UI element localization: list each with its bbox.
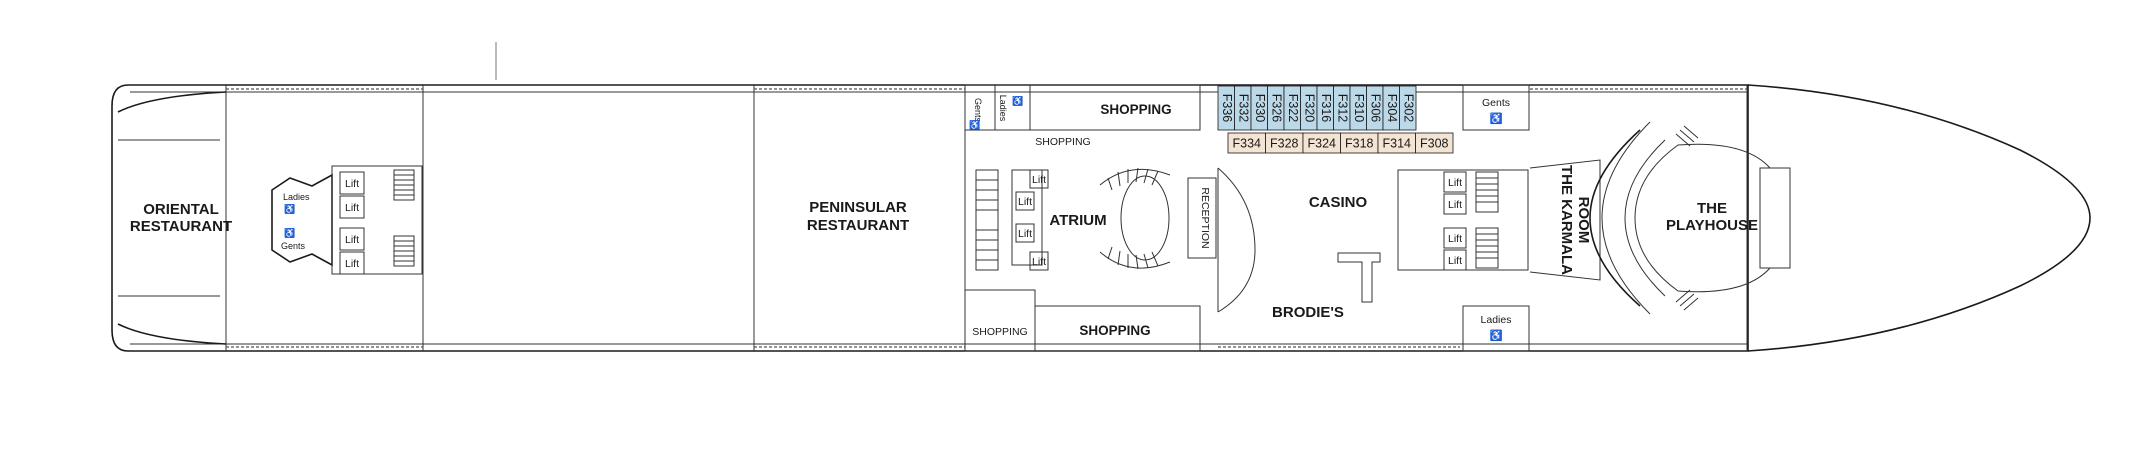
- lift-label-aft-4: Lift: [345, 258, 359, 270]
- lift-label-aft-1: Lift: [345, 178, 359, 190]
- reception-label: RECEPTION: [1199, 187, 1211, 248]
- peninsular-restaurant-label-1: PENINSULAR: [809, 199, 907, 216]
- atrium-spiral-steps: [1107, 167, 1159, 270]
- lift-label-fwd-4: Lift: [1448, 255, 1462, 267]
- playhouse-label-2: PLAYHOUSE: [1666, 217, 1758, 234]
- cabin-label-f306: F306: [1368, 94, 1382, 123]
- forward-stairs: [1475, 171, 1499, 269]
- fwd-ladies-label: Ladies: [1481, 314, 1512, 326]
- cabin-label-f324: F324: [1308, 136, 1337, 150]
- aft-service-core: Lift Lift Lift Lift Ladies ♿ ♿ Gents: [271, 165, 423, 275]
- lift-label-fwd-3: Lift: [1448, 233, 1462, 245]
- lift-label-atrium-3: Lift: [1032, 174, 1046, 186]
- oriental-restaurant-label-1: ORIENTAL: [143, 201, 219, 218]
- cabin-label-f318: F318: [1345, 136, 1374, 150]
- cabin-label-f320: F320: [1302, 94, 1316, 123]
- lift-label-fwd-2: Lift: [1448, 199, 1462, 211]
- cabin-label-f330: F330: [1253, 94, 1267, 123]
- atrium-label: ATRIUM: [1049, 212, 1106, 229]
- cabin-label-f314: F314: [1383, 136, 1412, 150]
- shopping-top-mid-label: SHOPPING: [1035, 136, 1090, 148]
- playhouse-stairs: [1675, 125, 1699, 311]
- lift-label-aft-3: Lift: [345, 234, 359, 246]
- cabin-label-f312: F312: [1335, 94, 1349, 123]
- cabin-label-f302: F302: [1401, 94, 1415, 123]
- aft-gents-label: Gents: [281, 241, 306, 251]
- shopping-top-right-label: SHOPPING: [1100, 102, 1171, 117]
- karmala-room-label-1: THE KARMALA: [1558, 165, 1575, 275]
- mid-gents-accessible-icon: ♿: [969, 119, 980, 130]
- cabin-label-f310: F310: [1352, 94, 1366, 123]
- lift-label-atrium-1: Lift: [1018, 196, 1032, 208]
- atrium-stairs: [975, 169, 999, 271]
- oriental-restaurant: ORIENTAL RESTAURANT: [130, 201, 232, 235]
- fwd-ladies-accessible-icon: ♿: [1489, 329, 1502, 342]
- mid-ladies-accessible-icon: ♿: [1012, 95, 1023, 106]
- cabin-f302: [1399, 85, 1417, 131]
- hull-outline: [111, 84, 2091, 352]
- fwd-gents-accessible-icon: ♿: [1489, 112, 1502, 125]
- lift-label-fwd-1: Lift: [1448, 177, 1462, 189]
- mid-gents-label: Gents: [973, 98, 983, 123]
- peninsular-restaurant: PENINSULAR RESTAURANT: [807, 199, 909, 234]
- cabins-bottom-row: F334 F328 F324 F318 F314 F308: [1227, 132, 1454, 154]
- lift-label-atrium-4: Lift: [1032, 256, 1046, 268]
- cabin-label-f336: F336: [1220, 94, 1234, 123]
- lift-label-atrium-2: Lift: [1018, 228, 1032, 240]
- karmala-room: THE KARMALA ROOM: [1529, 159, 1601, 281]
- cabin-label-f304: F304: [1385, 94, 1399, 123]
- casino-area: CASINO BRODIE'S: [1217, 167, 1381, 321]
- shopping-bottom-small-label: SHOPPING: [972, 326, 1027, 338]
- shopping-bottom-label: SHOPPING: [1079, 323, 1150, 338]
- forward-service-core: Lift Lift Lift Lift Gents ♿ Ladies ♿: [1397, 84, 1530, 352]
- cabin-label-f326: F326: [1269, 94, 1283, 123]
- aft-ladies-accessible-icon: ♿: [284, 203, 295, 214]
- playhouse: THE PLAYHOUSE: [1589, 121, 1791, 315]
- cabin-label-f328: F328: [1270, 136, 1299, 150]
- aft-ladies-label: Ladies: [283, 192, 310, 202]
- fwd-gents-label: Gents: [1482, 97, 1510, 109]
- cabin-label-f308: F308: [1420, 136, 1449, 150]
- aft-stairs: [393, 169, 415, 267]
- peninsular-restaurant-label-2: RESTAURANT: [807, 217, 909, 234]
- cabin-label-f322: F322: [1286, 94, 1300, 123]
- lift-label-aft-2: Lift: [345, 202, 359, 214]
- atrium-block: Gents Ladies ♿ ♿ SHOPPING SHOPPING SHOPP…: [964, 84, 1217, 352]
- cabin-label-f334: F334: [1233, 136, 1262, 150]
- aft-gents-accessible-icon: ♿: [284, 227, 295, 238]
- playhouse-label-1: THE: [1697, 200, 1727, 217]
- oriental-restaurant-label-2: RESTAURANT: [130, 218, 232, 235]
- cabin-label-f332: F332: [1236, 94, 1250, 123]
- brodies-label: BRODIE'S: [1272, 304, 1344, 321]
- karmala-room-label-2: ROOM: [1575, 197, 1592, 244]
- mid-ladies-label: Ladies: [998, 95, 1008, 122]
- casino-label: CASINO: [1309, 194, 1368, 211]
- cabin-label-f316: F316: [1319, 94, 1333, 123]
- cabin-f308: [1415, 132, 1454, 154]
